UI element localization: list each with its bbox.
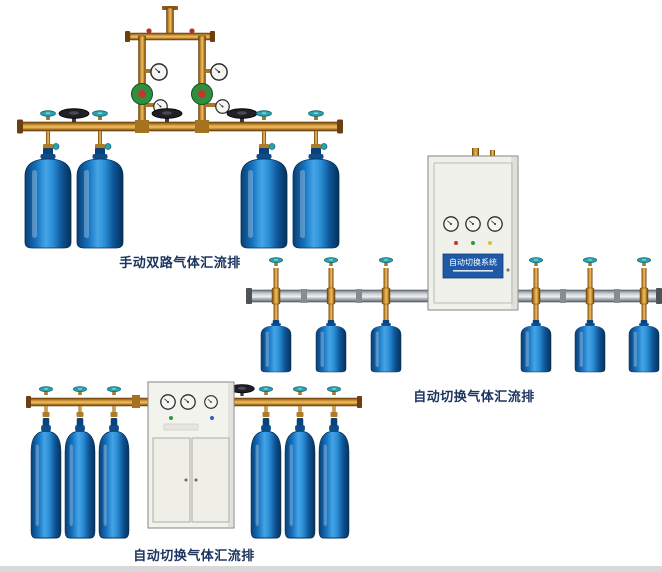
figure-auto-switch-manifold: 自动切换系统	[246, 148, 662, 373]
gas-cylinder	[64, 417, 96, 539]
figure2-caption: 自动切换气体汇流排	[413, 389, 535, 404]
gas-cylinder	[520, 319, 552, 373]
indicator-light	[454, 241, 458, 245]
figure3-caption: 自动切换气体汇流排	[133, 548, 255, 563]
gas-cylinder	[98, 417, 130, 539]
control-cabinet: 自动切换系统	[427, 148, 519, 311]
gas-cylinder	[76, 147, 124, 249]
pressure-gauge	[204, 395, 218, 409]
indicator-light	[488, 241, 492, 245]
main-manifold-pipe	[17, 119, 343, 134]
gas-cylinder	[318, 417, 350, 539]
pressure-gauge	[487, 216, 503, 232]
right-regulator	[191, 63, 230, 114]
gas-cylinder	[284, 417, 316, 539]
left-riser-pipe	[138, 35, 146, 127]
pressure-gauge	[160, 394, 176, 410]
gas-cylinder	[574, 319, 606, 373]
top-inlet-assembly	[125, 6, 215, 42]
gas-cylinder	[370, 319, 402, 373]
gas-cylinder	[30, 417, 62, 539]
cabinet-door-left	[152, 437, 191, 523]
figure1-caption: 手动双路气体汇流排	[119, 255, 241, 270]
pressure-gauge	[465, 216, 481, 232]
indicator-light	[169, 416, 173, 420]
shutoff-handwheel	[226, 108, 258, 123]
figure-auto-switch-manifold-2	[26, 381, 362, 539]
shutoff-handwheel	[151, 108, 183, 123]
control-cabinet	[147, 381, 235, 529]
cabinet-plate-text: 自动切换系统	[449, 257, 497, 267]
right-riser-pipe	[198, 35, 206, 127]
cylinder-connections	[38, 386, 342, 417]
cabinet-door-right	[191, 437, 230, 523]
shutoff-handwheel	[58, 108, 90, 123]
gas-cylinder	[260, 319, 292, 373]
pressure-gauge	[180, 394, 196, 410]
cabinet-lock	[506, 268, 510, 272]
gas-cylinder	[315, 319, 347, 373]
left-regulator	[131, 63, 168, 114]
door-handle	[184, 478, 188, 482]
page-bottom-divider	[0, 566, 662, 572]
cabinet-name-plate	[442, 253, 504, 279]
cabinet-label-strip	[163, 423, 199, 431]
door-handle	[194, 478, 198, 482]
figure-manual-dual-manifold	[17, 6, 343, 249]
gas-cylinder	[628, 319, 660, 373]
indicator-light	[471, 241, 475, 245]
pressure-gauge	[210, 63, 228, 81]
pressure-gauge	[150, 63, 168, 81]
gas-cylinder	[24, 147, 72, 249]
pressure-gauge	[215, 99, 230, 114]
cylinder-connection	[40, 110, 60, 150]
gas-cylinder	[250, 417, 282, 539]
indicator-light	[210, 416, 214, 420]
pressure-gauge	[443, 216, 459, 232]
